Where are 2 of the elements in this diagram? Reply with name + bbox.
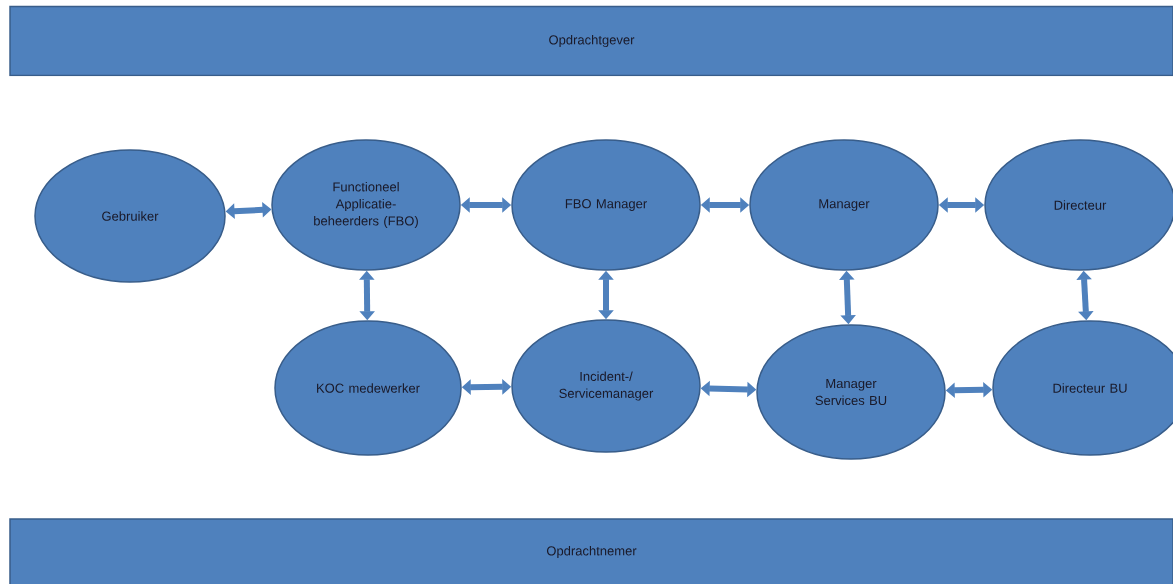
header-band: Opdrachtnemer <box>9 518 1173 584</box>
header-band: Opdrachtgever <box>9 5 1173 77</box>
